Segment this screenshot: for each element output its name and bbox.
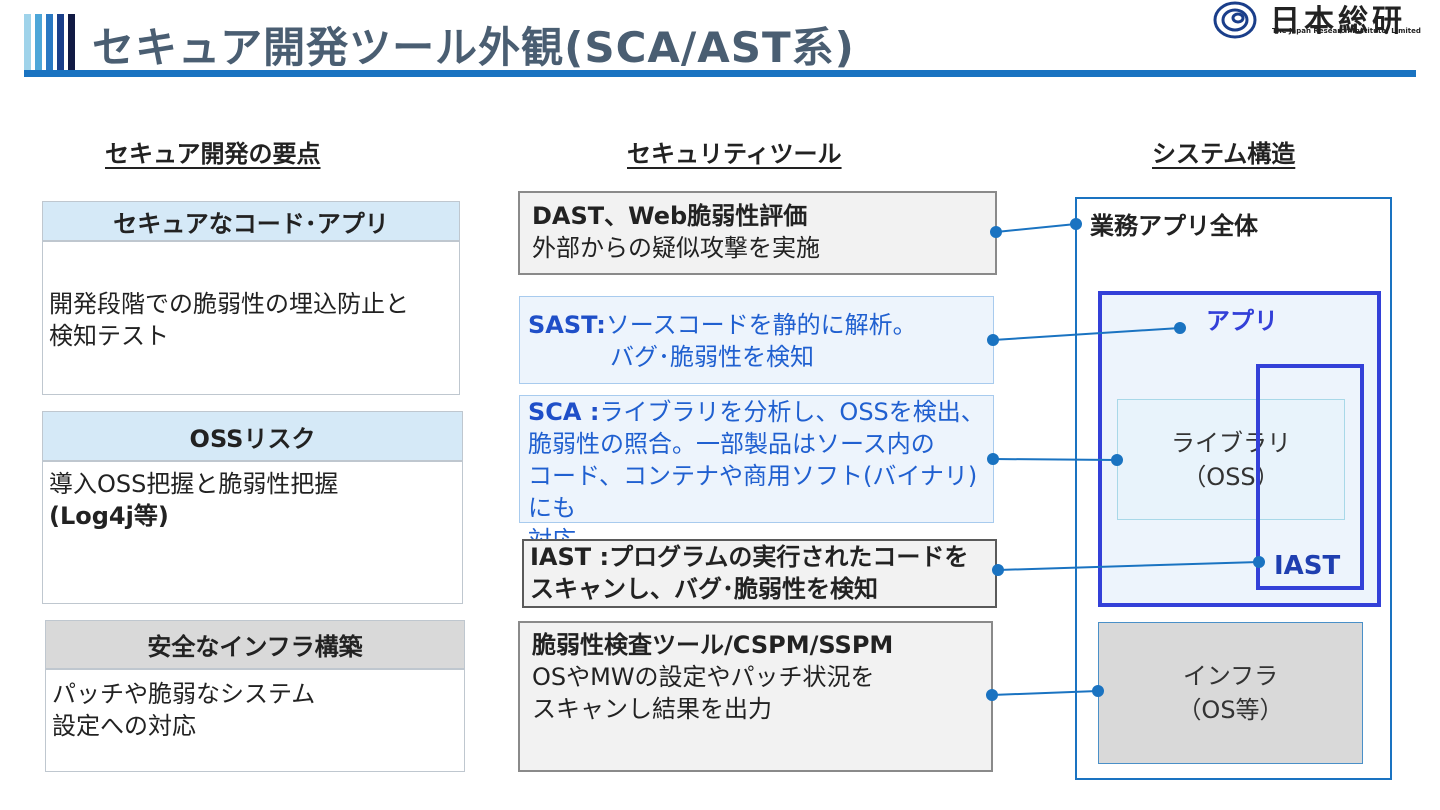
point-secure-code-line1: 開発段階での脆弱性の埋込防止と bbox=[49, 290, 409, 318]
system-infra-box: インフラ （OS等） bbox=[1098, 622, 1363, 764]
system-library-sub: （OSS） bbox=[1182, 462, 1280, 491]
tool-vuln-scan-line2: スキャンし結果を出力 bbox=[532, 695, 772, 723]
tool-dast: DAST、Web脆弱性評価 外部からの疑似攻撃を実施 bbox=[518, 191, 997, 275]
point-secure-code-line2: 検知テスト bbox=[49, 322, 169, 350]
tool-sca-line3: コード、コンテナや商用ソフト(バイナリ)にも bbox=[528, 462, 978, 522]
tool-vuln-scan-line1: OSやMWの設定やパッチ状況を bbox=[532, 663, 875, 691]
tool-iast-line1: IAST :プログラムの実行されたコードを bbox=[530, 543, 969, 571]
point-infra-body: パッチや脆弱なシステム 設定への対応 bbox=[45, 669, 465, 772]
logo-mark-icon bbox=[1213, 1, 1257, 39]
tool-sca-head: SCA : bbox=[528, 398, 600, 426]
system-infra-sub: （OS等） bbox=[1177, 696, 1284, 724]
column-header-middle: セキュリティツール bbox=[627, 140, 842, 168]
point-infra-line2: 設定への対応 bbox=[52, 712, 196, 740]
point-oss-risk-line1: 導入OSS把握と脆弱性把握 bbox=[49, 470, 339, 498]
tool-vuln-scan: 脆弱性検査ツール/CSPM/SSPM OSやMWの設定やパッチ状況を スキャンし… bbox=[518, 621, 993, 772]
point-oss-risk-body: 導入OSS把握と脆弱性把握 (Log4j等) bbox=[42, 461, 463, 604]
tool-sca: SCA :ライブラリを分析し、OSSを検出、 脆弱性の照合。一部製品はソース内の… bbox=[519, 395, 994, 554]
point-oss-risk-title: OSSリスク bbox=[42, 411, 463, 461]
point-infra-title: 安全なインフラ構築 bbox=[45, 620, 465, 669]
system-app-label: アプリ bbox=[1206, 307, 1278, 335]
logo-name: 日本総研 bbox=[1270, 4, 1406, 39]
system-infra-label: インフラ bbox=[1182, 662, 1279, 690]
point-infra-line1: パッチや脆弱なシステム bbox=[52, 680, 316, 708]
tool-sast-head: SAST: bbox=[528, 311, 606, 339]
tool-sca-line1: ライブラリを分析し、OSSを検出、 bbox=[599, 398, 985, 426]
system-whole-label: 業務アプリ全体 bbox=[1090, 212, 1258, 240]
system-library-label: ライブラリ bbox=[1171, 428, 1291, 457]
tool-iast-line2: スキャンし、バグ･脆弱性を検知 bbox=[530, 575, 878, 603]
title-decoration-bars bbox=[24, 14, 78, 72]
tool-sast: SAST:ソースコードを静的に解析。 バグ･脆弱性を検知 bbox=[519, 296, 994, 384]
tool-sast-line1: ソースコードを静的に解析。 bbox=[605, 311, 917, 339]
column-header-right: システム構造 bbox=[1152, 140, 1296, 168]
page-title: セキュア開発ツール外観(SCA/AST系) bbox=[92, 23, 855, 72]
tool-vuln-scan-head: 脆弱性検査ツール/CSPM/SSPM bbox=[532, 631, 894, 659]
title-underline bbox=[24, 70, 1416, 77]
tool-dast-head: DAST、Web脆弱性評価 bbox=[532, 202, 808, 230]
system-library-box: ライブラリ （OSS） bbox=[1117, 399, 1345, 520]
connector-dast bbox=[995, 223, 1077, 233]
point-secure-code-title: セキュアなコード･アプリ bbox=[42, 201, 460, 241]
tool-dast-body: 外部からの疑似攻撃を実施 bbox=[532, 234, 820, 262]
logo-subtitle: The Japan Research Institute, Limited bbox=[1272, 27, 1421, 35]
point-oss-risk-example: (Log4j等) bbox=[49, 502, 169, 530]
point-secure-code-body: 開発段階での脆弱性の埋込防止と 検知テスト bbox=[42, 241, 460, 395]
column-header-left: セキュア開発の要点 bbox=[105, 140, 321, 168]
tool-sca-line2: 脆弱性の照合。一部製品はソース内の bbox=[528, 430, 935, 458]
system-iast-box bbox=[1256, 364, 1364, 590]
tool-sast-line2: バグ･脆弱性を検知 bbox=[610, 343, 814, 371]
company-logo: 日本総研 The Japan Research Institute, Limit… bbox=[1212, 0, 1422, 40]
tool-iast: IAST :プログラムの実行されたコードを スキャンし、バグ･脆弱性を検知 bbox=[522, 539, 997, 608]
system-iast-label: IAST bbox=[1274, 551, 1341, 581]
